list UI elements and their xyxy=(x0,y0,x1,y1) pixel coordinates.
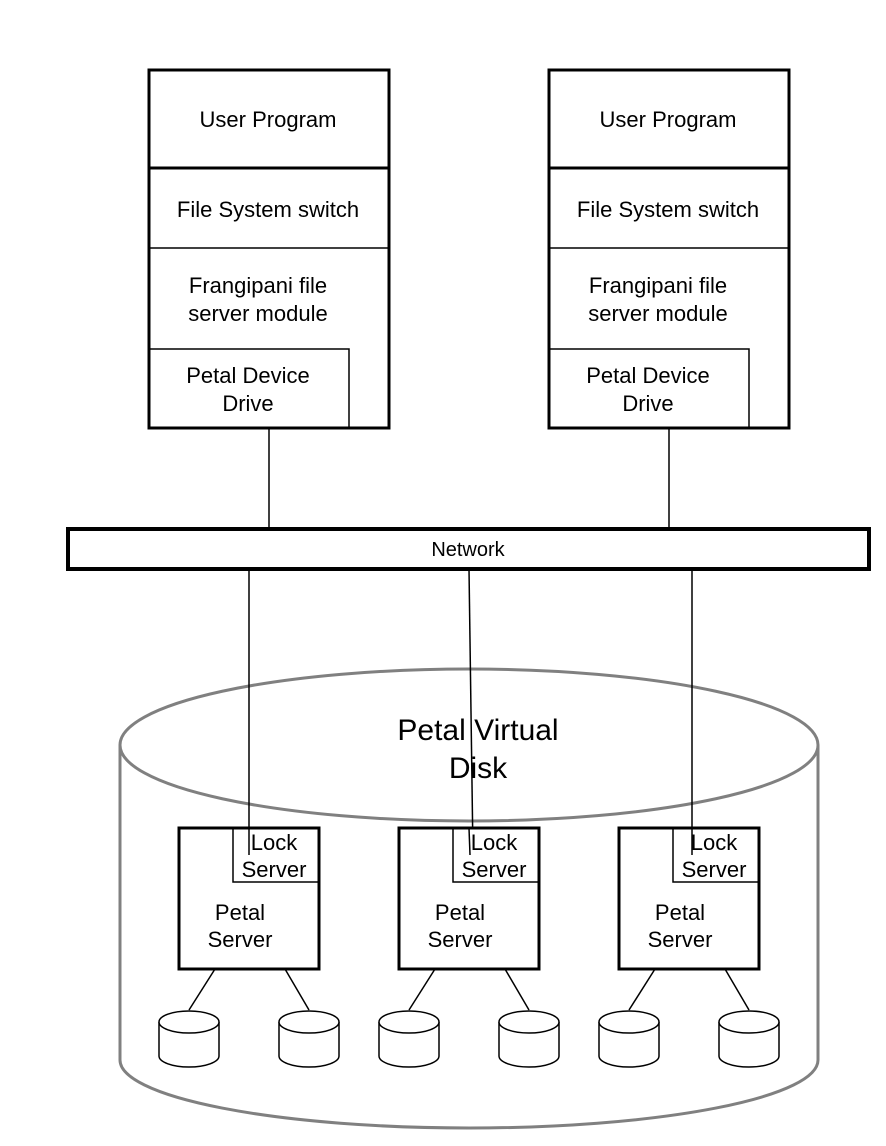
lock-server-box xyxy=(452,828,539,883)
user-program-label: User Program xyxy=(200,107,337,132)
fs-switch-label: File System switch xyxy=(577,197,759,222)
fs-switch-label: File System switch xyxy=(177,197,359,222)
lock-server-label-line1: Lock xyxy=(471,830,518,855)
disk-link xyxy=(284,968,310,1011)
network-bar: Network xyxy=(66,527,871,571)
physical-disk xyxy=(598,1010,660,1068)
petal-server-label-line2: Server xyxy=(208,927,273,952)
lock-server-label-line1: Lock xyxy=(251,830,298,855)
petal-drive-label-line2: Drive xyxy=(222,391,273,416)
lock-server-label-line2: Server xyxy=(462,857,527,882)
disk-link xyxy=(188,968,216,1011)
petal-server-box xyxy=(397,826,541,971)
physical-disk xyxy=(718,1010,780,1068)
frangipani-label-line1: Frangipani file xyxy=(589,273,727,298)
petal-server-label-line2: Server xyxy=(428,927,493,952)
physical-disk xyxy=(498,1010,560,1068)
disk-link xyxy=(628,968,656,1011)
petal-device-drive-box xyxy=(549,348,750,428)
lock-server-label-line2: Server xyxy=(682,857,747,882)
client-machine-2: User Program File System switch Frangipa… xyxy=(547,68,791,430)
petal-drive-label-line1: Petal Device xyxy=(586,363,710,388)
lock-server-label-line2: Server xyxy=(242,857,307,882)
petal-server-3: Lock Server Petal Server xyxy=(617,826,761,1011)
petal-drive-label-line1: Petal Device xyxy=(186,363,310,388)
petal-server-label-line1: Petal xyxy=(215,900,265,925)
physical-disk xyxy=(278,1010,340,1068)
disk-link xyxy=(408,968,436,1011)
frangipani-label-line2: server module xyxy=(188,301,327,326)
lock-server-box xyxy=(232,828,319,883)
virtual-disk-top xyxy=(118,667,820,823)
network-label: Network xyxy=(431,539,505,561)
disk-link xyxy=(724,968,750,1011)
virtual-disk-label-line1: Petal Virtual xyxy=(397,714,558,747)
petal-server-1: Lock Server Petal Server xyxy=(177,826,321,1011)
lock-server-label-line1: Lock xyxy=(691,830,738,855)
lock-server-box xyxy=(672,828,759,883)
petal-server-2: Lock Server Petal Server xyxy=(397,826,541,1011)
virtual-disk-label-line2: Disk xyxy=(449,752,508,785)
petal-server-label-line2: Server xyxy=(648,927,713,952)
petal-drive-label-line2: Drive xyxy=(622,391,673,416)
petal-server-box xyxy=(617,826,761,971)
petal-device-drive-box xyxy=(149,348,350,428)
network-server2-link xyxy=(468,568,474,856)
petal-server-label-line1: Petal xyxy=(655,900,705,925)
user-program-label: User Program xyxy=(600,107,737,132)
physical-disk xyxy=(158,1010,220,1068)
petal-server-label-line1: Petal xyxy=(435,900,485,925)
frangipani-label-line1: Frangipani file xyxy=(189,273,327,298)
client-machine-1: User Program File System switch Frangipa… xyxy=(147,68,391,430)
disk-link xyxy=(504,968,530,1011)
physical-disk xyxy=(378,1010,440,1068)
frangipani-label-line2: server module xyxy=(588,301,727,326)
